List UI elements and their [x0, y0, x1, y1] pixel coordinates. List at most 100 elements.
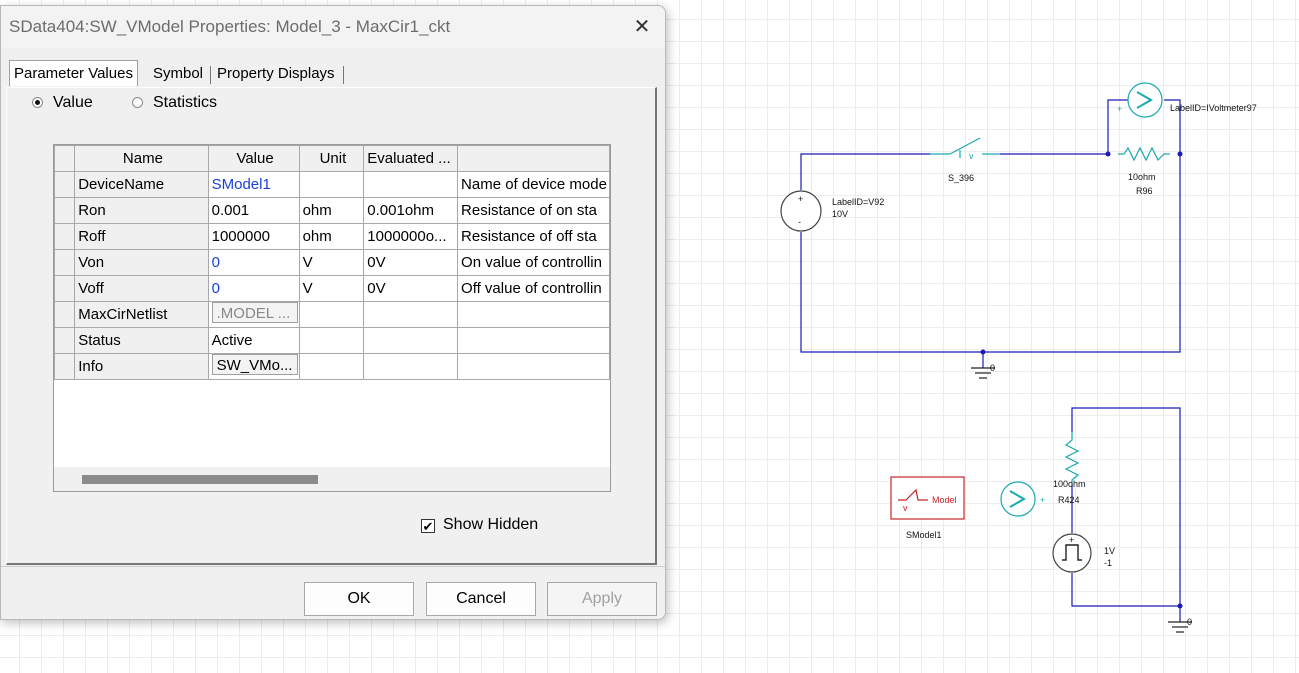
param-name: DeviceName — [74, 171, 209, 198]
junction-dot — [1177, 603, 1183, 609]
column-header-description[interactable] — [457, 145, 610, 172]
param-unit[interactable] — [298, 327, 365, 354]
radio-value[interactable]: Value — [32, 94, 93, 112]
vsource-label: LabelID=V92 — [832, 197, 884, 207]
pulse-source-icon[interactable] — [1052, 533, 1092, 573]
param-unit[interactable] — [298, 171, 365, 198]
vsource-minus: - — [798, 217, 801, 227]
tab-parameter-values[interactable]: Parameter Values — [9, 60, 138, 86]
row-header[interactable] — [54, 301, 76, 328]
close-button[interactable]: ✕ — [633, 16, 651, 38]
param-name: Status — [74, 327, 209, 354]
resistor-r96[interactable] — [1118, 146, 1170, 162]
param-description: On value of controllin — [457, 249, 610, 276]
ground2-label: 0 — [1187, 617, 1192, 627]
pulse-value: 1V — [1104, 546, 1115, 556]
param-value: SW_VMo... — [207, 353, 300, 380]
voltage-source-icon[interactable] — [780, 190, 822, 232]
switch-sub-label: v — [969, 151, 974, 161]
param-value[interactable]: 0.001 — [207, 197, 300, 224]
table-row[interactable]: Info SW_VMo... — [54, 353, 610, 380]
param-value[interactable]: 1000000 — [207, 223, 300, 250]
tab-separator — [210, 66, 211, 84]
param-description: Resistance of off sta — [457, 223, 610, 250]
table-row[interactable]: Status Active — [54, 327, 610, 354]
voltmeter-icon[interactable] — [1127, 82, 1163, 118]
switch-s396[interactable] — [930, 137, 1000, 158]
table-row[interactable]: Voff 0 V 0V Off value of controllin — [54, 275, 610, 302]
ok-button[interactable]: OK — [304, 582, 414, 616]
scrollbar-thumb[interactable] — [82, 475, 318, 484]
row-header[interactable] — [54, 249, 76, 276]
horizontal-scrollbar[interactable] — [54, 467, 610, 491]
resistor1-value: 10ohm — [1128, 172, 1156, 182]
param-name: Roff — [74, 223, 209, 250]
apply-button[interactable]: Apply — [547, 582, 657, 616]
show-hidden-checkbox[interactable]: ✔Show Hidden — [421, 516, 538, 534]
info-edit-button[interactable]: SW_VMo... — [211, 354, 298, 375]
param-unit[interactable]: V — [298, 249, 365, 276]
title-bar[interactable]: SData404:SW_VModel Properties: Model_3 -… — [1, 6, 665, 48]
parameter-table: Name Value Unit Evaluated ... DeviceName… — [54, 145, 610, 380]
pulse-plus: + — [1069, 535, 1074, 545]
param-evaluated: 0V — [363, 275, 459, 302]
param-value[interactable]: SModel1 — [207, 171, 300, 198]
row-header[interactable] — [54, 171, 76, 198]
param-evaluated: 0V — [363, 249, 459, 276]
properties-dialog: SData404:SW_VModel Properties: Model_3 -… — [0, 5, 666, 620]
table-row[interactable]: Roff 1000000 ohm 1000000o... Resistance … — [54, 223, 610, 250]
param-evaluated — [363, 171, 459, 198]
ground-icon — [971, 367, 995, 379]
param-unit[interactable]: ohm — [298, 197, 365, 224]
table-row[interactable]: Ron 0.001 ohm 0.001ohm Resistance of on … — [54, 197, 610, 224]
param-value[interactable]: 0 — [207, 275, 300, 302]
checkbox-box[interactable]: ✔ — [421, 519, 435, 534]
model-block-sub: v — [903, 503, 908, 513]
table-row[interactable]: MaxCirNetlist .MODEL ... — [54, 301, 610, 328]
model-block-text: Model — [932, 495, 957, 505]
junction-dot — [980, 349, 986, 355]
radio-dot[interactable] — [32, 97, 43, 108]
column-header-unit[interactable]: Unit — [298, 145, 365, 172]
column-header-value[interactable]: Value — [207, 145, 300, 172]
resistor-r424[interactable] — [1064, 432, 1080, 485]
voltmeter-plus: + — [1117, 104, 1122, 114]
param-unit[interactable]: V — [298, 275, 365, 302]
cancel-button[interactable]: Cancel — [426, 582, 536, 616]
junction-dot — [1177, 151, 1183, 157]
param-unit[interactable] — [298, 301, 365, 328]
tab-separator — [343, 66, 344, 84]
circuit-1-wires — [800, 99, 1181, 368]
tab-panel — [6, 87, 657, 565]
row-header[interactable] — [54, 275, 76, 302]
table-row[interactable]: Von 0 V 0V On value of controllin — [54, 249, 610, 276]
row-header[interactable] — [54, 353, 76, 380]
param-description — [457, 353, 610, 380]
param-unit[interactable] — [298, 353, 365, 380]
tab-property-displays[interactable]: Property Displays — [217, 65, 335, 82]
param-evaluated: 1000000o... — [363, 223, 459, 250]
netlist-edit-button[interactable]: .MODEL ... — [211, 302, 298, 323]
column-header-name[interactable]: Name — [74, 145, 209, 172]
column-header-evaluated[interactable]: Evaluated ... — [363, 145, 459, 172]
voltmeter-2-icon[interactable] — [1000, 481, 1036, 517]
param-name: Von — [74, 249, 209, 276]
param-name: Voff — [74, 275, 209, 302]
table-row[interactable]: DeviceName SModel1 Name of device mode — [54, 171, 610, 198]
row-header[interactable] — [54, 197, 76, 224]
param-description: Name of device mode — [457, 171, 610, 198]
dialog-title: SData404:SW_VModel Properties: Model_3 -… — [9, 17, 451, 36]
radio-dot[interactable] — [132, 97, 143, 108]
radio-statistics[interactable]: Statistics — [132, 94, 217, 112]
parameter-grid[interactable]: Name Value Unit Evaluated ... DeviceName… — [53, 144, 611, 492]
row-header[interactable] — [54, 327, 76, 354]
tab-symbol[interactable]: Symbol — [153, 65, 204, 82]
row-header[interactable] — [54, 223, 76, 250]
param-unit[interactable]: ohm — [298, 223, 365, 250]
param-value[interactable]: Active — [207, 327, 300, 354]
resistor2-name: R424 — [1058, 495, 1080, 505]
vsource-value: 10V — [832, 209, 848, 219]
param-value[interactable]: 0 — [207, 249, 300, 276]
model-block[interactable] — [890, 476, 965, 520]
